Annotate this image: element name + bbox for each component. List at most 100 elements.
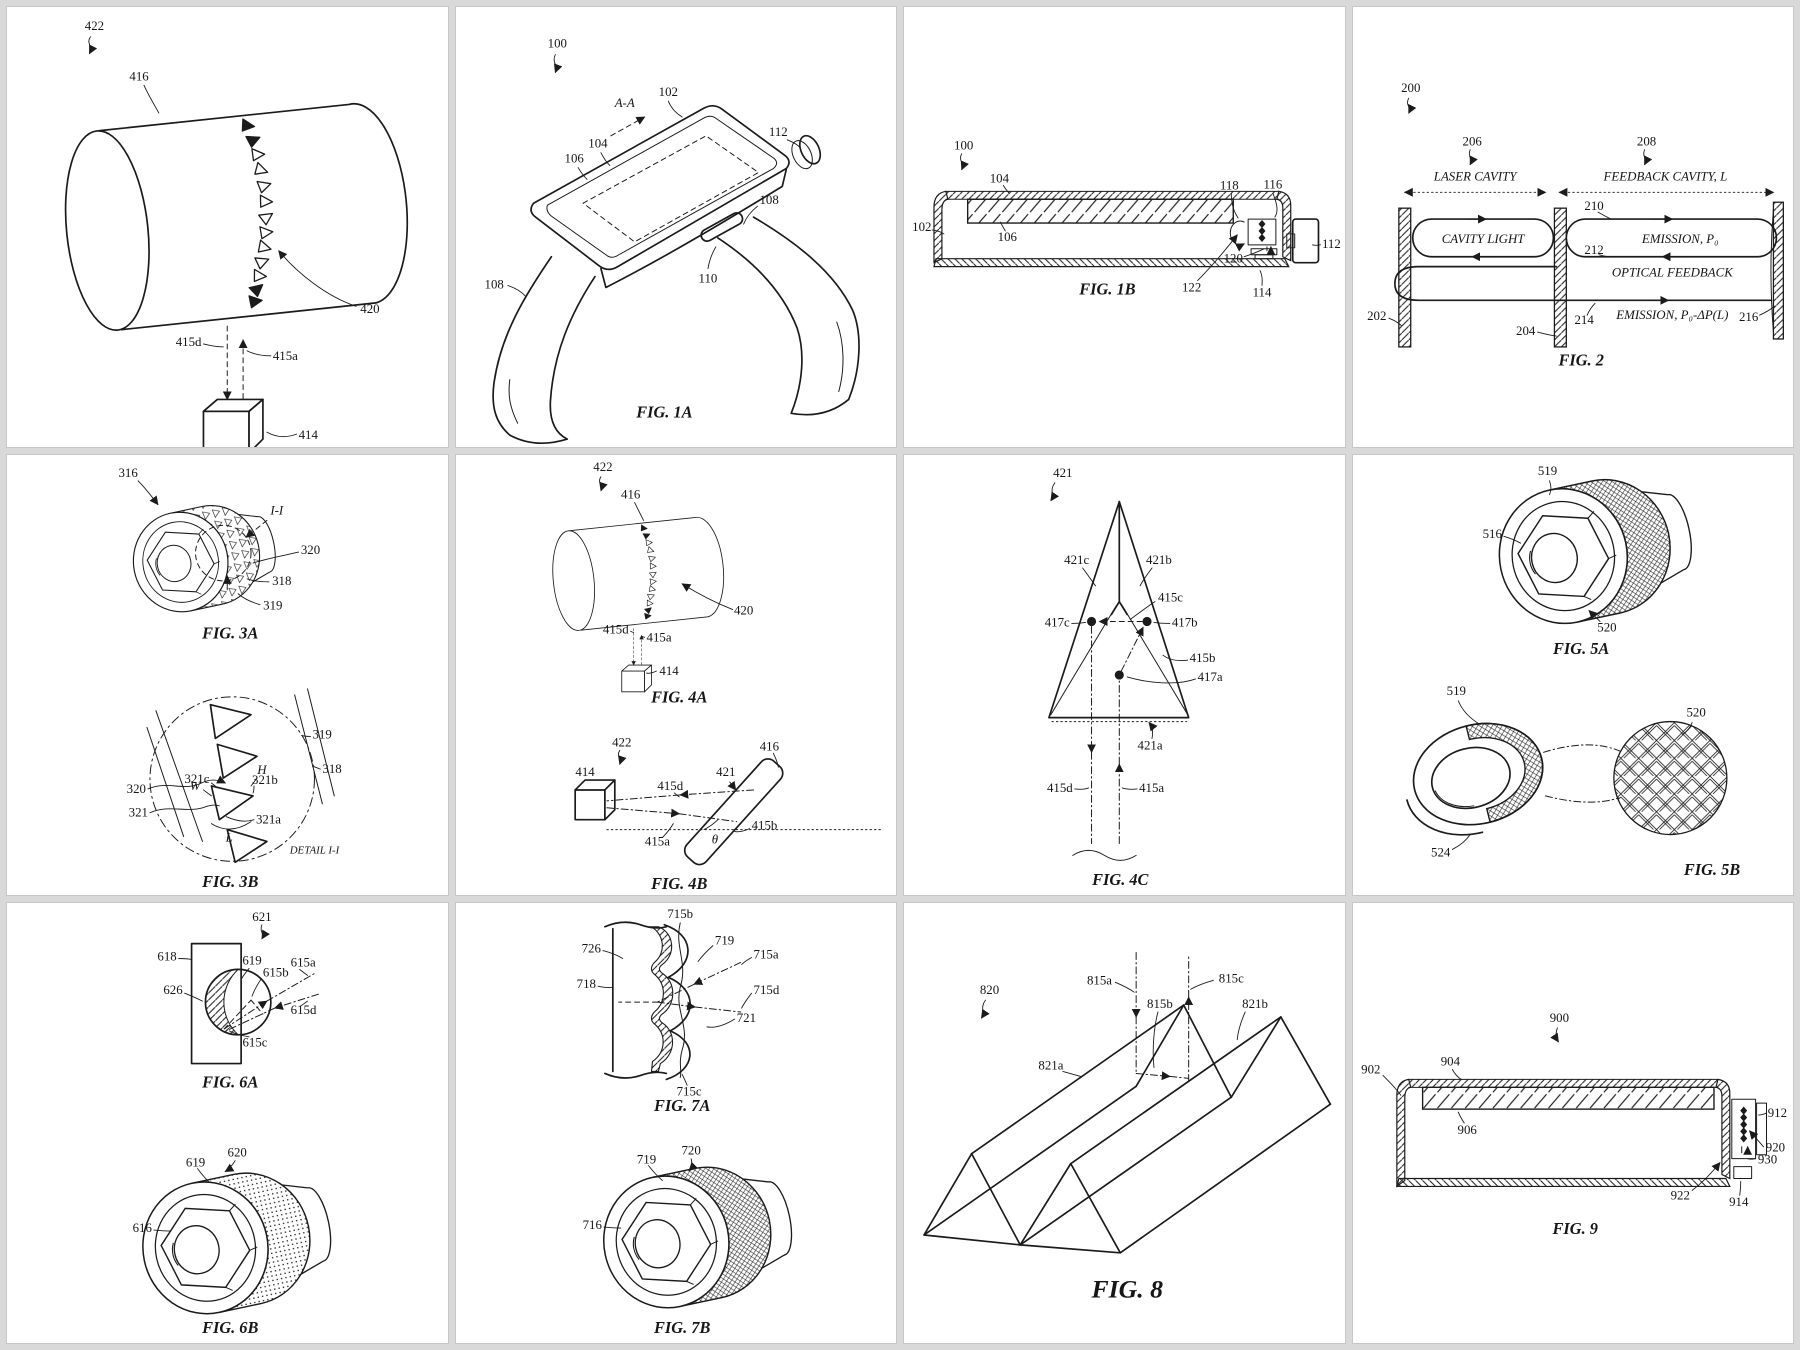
fig-8-drawing: 820 815a 815c 815b 821b 821a FIG. 8 [923,952,1332,1303]
cavity-light-text: CAVITY LIGHT [1441,232,1525,246]
fig-9-leaders [1382,1027,1767,1196]
fig-4b-leaders [617,749,779,838]
ref-212-label: 212 [1584,243,1603,257]
ref-4a-415d-label: 415d [602,622,628,636]
fig-1a-caption: FIG. 1A [635,402,692,421]
panel-fig-8: 820 815a 815c 815b 821b 821a FIG. 8 [903,902,1346,1344]
ref-102-label: 102 [658,85,677,99]
fig-5a-caption: FIG. 5A [1552,639,1609,658]
light-paths [1393,214,1777,305]
ref-914-label: 914 [1729,1195,1749,1209]
ref-319a-label: 319 [263,599,282,613]
ref-416-label: 416 [129,69,149,83]
fig-1a-leaders [506,54,801,297]
ref-620-label: 620 [228,1146,247,1160]
ref-415b-label: 415b [1190,651,1216,665]
dim-h-label: H [256,763,267,777]
ref-820-label: 820 [980,983,999,997]
fig-4a-caption: FIG. 4A [650,688,707,707]
ref-619a-label: 619 [242,953,261,967]
fig-6a-leaders [178,924,308,1038]
ref-715c-label: 715c [676,1084,701,1098]
panel-fig-2: 200 206 208 LASER CAVITY FEEDBACK CAVITY… [1351,6,1794,448]
fig-6a-labels: 621 618 619 626 615b 615a 615d 615c [157,910,317,1050]
watch-drawing [491,105,860,445]
ref-922-label: 922 [1670,1188,1689,1202]
fig-1a-drawing: 100 A-A 102 104 106 112 110 108 108 FIG.… [484,37,860,445]
ref-108-left-label: 108 [484,277,503,291]
fig-4b-drawing [573,758,883,866]
ref-4b-415d-label: 415d [657,779,683,793]
fig-2-drawing: 200 206 208 LASER CAVITY FEEDBACK CAVITY… [1367,81,1784,370]
magnified-texture [1612,720,1727,836]
emission-text: EMISSION, P₀ [1640,232,1718,246]
ref-715a-label: 715a [753,947,778,961]
ref-520b-label: 520 [1686,706,1705,720]
ref-421-label: 421 [1053,466,1072,480]
ref-4a-414-label: 414 [659,664,679,678]
ref-415a-label: 415a [273,349,298,363]
ref-202-label: 202 [1367,309,1386,323]
ref-417c-label: 417c [1045,615,1070,629]
fig-4b-caption: FIG. 4B [650,874,707,893]
ref-720-label: 720 [681,1144,700,1158]
laser-cavity-text: LASER CAVITY [1432,169,1518,183]
fig-6a-caption: FIG. 6A [201,1072,258,1091]
fig-2-labels: 200 206 208 LASER CAVITY FEEDBACK CAVITY… [1367,81,1759,338]
fig-422-leaders [88,36,357,438]
panel-fig-6a-6b: 621 618 619 626 615b 615a 615d 615c FIG.… [6,902,449,1344]
fig-4c-leaders [1050,482,1197,790]
detail-circle [149,696,315,862]
panel-fig-7a-7b: 715b 726 719 718 715a 715d 721 715c FIG.… [454,902,897,1344]
ref-415d-label: 415d [1047,781,1073,795]
ref-4b-415a-label: 415a [644,834,669,848]
ref-114-label: 114 [1253,285,1272,299]
ref-4a-415a-label: 415a [646,630,671,644]
fig-7a-leaders [597,945,752,1086]
emitter-cube [573,779,616,821]
fig-1b-drawing: 100 104 102 106 118 116 112 120 122 114 … [912,139,1341,300]
ref-621-label: 621 [252,910,271,924]
side-button [699,212,743,242]
fig-4a-leaders [598,476,733,674]
ref-118-label: 118 [1220,178,1239,192]
ref-100-label: 100 [547,37,566,51]
ref-4b-415b-label: 415b [751,819,777,833]
fig-5-drawing: 519 516 520 FIG. 5A 519 520 [1405,462,1740,879]
ref-715d-label: 715d [753,983,779,997]
ref-320a-label: 320 [301,543,320,557]
section-ii-label: I-I [269,503,284,517]
ref-516-label: 516 [1482,527,1502,541]
ref-900-label: 900 [1549,1011,1568,1025]
prism-triangle [1048,500,1190,861]
fig-9-caption: FIG. 9 [1551,1219,1597,1238]
ref-4b-414-label: 414 [575,765,595,779]
section-aa-label: A-A [613,96,634,110]
ref-4b-421-label: 421 [716,765,735,779]
ref-821b-label: 821b [1242,997,1268,1011]
fig-8-leaders [981,979,1246,1077]
dim-l-label: L [225,830,233,844]
ref-204-label: 204 [1516,324,1536,338]
fig-422-labels: 422 416 420 415d 415a 414 [85,19,380,442]
enclosure-section [933,190,1292,268]
ref-4b-416-label: 416 [759,739,779,753]
ref-200-label: 200 [1401,81,1420,95]
ref-618-label: 618 [157,949,176,963]
detail-circle-marker [195,524,252,582]
ref-930-label: 930 [1757,1153,1776,1167]
textured-cylinder [56,99,416,447]
ref-815a-label: 815a [1087,973,1112,987]
watch-band-right [716,216,860,416]
ref-116-label: 116 [1263,177,1282,191]
crown-knob [1291,218,1320,264]
panel-fig-9: 900 904 902 906 912 920 930 922 914 FIG.… [1351,902,1794,1344]
dim-w-label: W [190,779,202,793]
fig-4c-caption: FIG. 4C [1091,870,1149,889]
ref-108-right-label: 108 [759,193,778,207]
ref-626-label: 626 [163,983,183,997]
ref-615a-label: 615a [291,955,316,969]
ref-615b-label: 615b [263,965,289,979]
fig-6-drawing: 621 618 619 626 615b 615a 615d 615c FIG.… [129,910,343,1337]
